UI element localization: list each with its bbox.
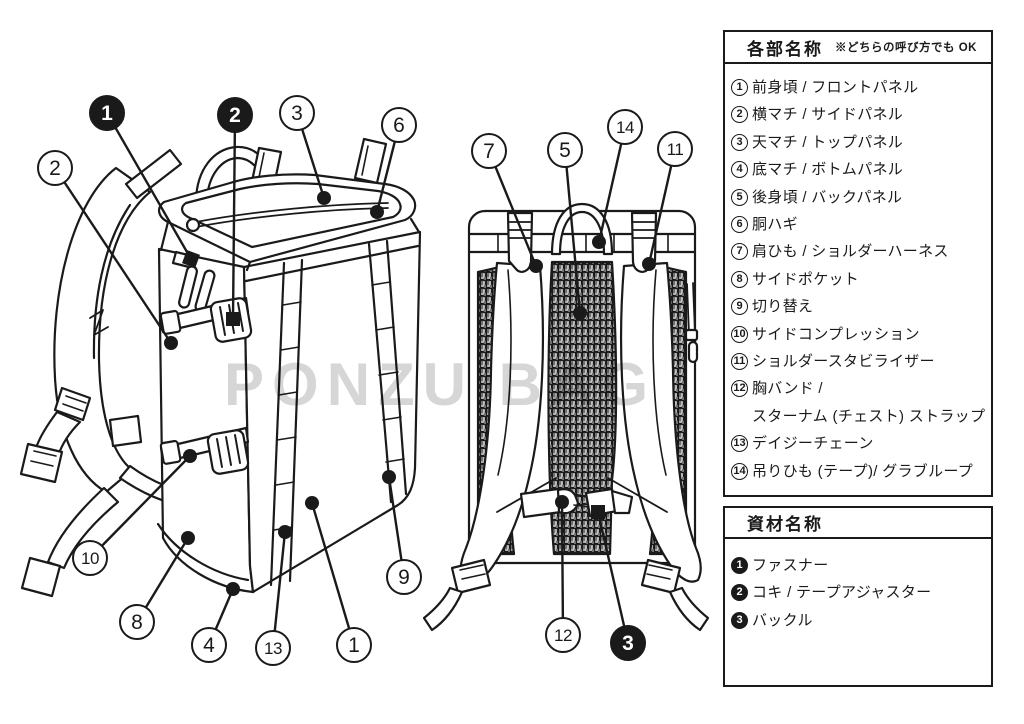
material-number-badge: 3 (731, 611, 748, 629)
callout-back-panel-5: 5 (547, 132, 583, 168)
callout-front-panel-1: 1 (336, 627, 372, 663)
callout-body-seam-6: 6 (381, 107, 417, 143)
materials-name-header: 資材名称 (725, 508, 991, 539)
material-label: コキ / テープアジャスター (752, 584, 932, 602)
callout-stabilizer-11: 11 (657, 131, 693, 167)
leader-dots (164, 191, 656, 596)
part-label: 前身頃 / フロントパネル (752, 79, 919, 96)
part-label: 横マチ / サイドパネル (752, 106, 904, 124)
callout-side-panel-2: 2 (37, 150, 73, 186)
watermark: PONZU BAG (224, 351, 656, 418)
material-number-badge: 2 (731, 584, 748, 602)
part-number-badge: 6 (731, 216, 748, 234)
part-label: 肩ひも / ショルダーハーネス (752, 243, 949, 261)
part-label: 後身頃 / バックパネル (752, 188, 903, 206)
callout-harness-7: 7 (471, 133, 507, 169)
callout-top-panel-3: 3 (279, 95, 315, 131)
part-number-badge: 14 (731, 462, 748, 480)
callout-grab-loop-14: 14 (607, 109, 643, 145)
part-number-badge: 11 (731, 353, 748, 371)
part-number-badge: 12 (731, 380, 748, 398)
callout-adjuster-2: 2 (217, 97, 253, 133)
part-label: 吊りひも (テープ)/ グラブループ (752, 462, 974, 480)
callout-daisy-chain-13: 13 (255, 630, 291, 666)
part-number-badge: 2 (731, 106, 748, 124)
part-number-badge: 1 (731, 79, 748, 96)
part-number-badge: 13 (731, 435, 748, 453)
part-label: サイドポケット (752, 270, 860, 288)
parts-box-note: ※どちらの呼び方でも OK (835, 42, 977, 54)
part-number-badge: 10 (731, 325, 748, 343)
callout-buckle-3: 3 (610, 625, 646, 661)
leader-lines (53, 111, 677, 650)
callout-bottom-panel-4: 4 (191, 627, 227, 663)
part-number-badge: 3 (731, 133, 748, 151)
callout-sternum-12: 12 (545, 617, 581, 653)
part-number-badge: 4 (731, 161, 748, 179)
callout-side-pocket-8: 8 (119, 604, 155, 640)
part-label: ショルダースタビライザー (752, 353, 935, 371)
parts-name-header: 各部名称 ※どちらの呼び方でも OK (725, 32, 991, 64)
part-number-badge: 8 (731, 270, 748, 288)
part-number-badge: 5 (731, 188, 748, 206)
part-label: 胴ハギ (752, 216, 798, 234)
part-label: 胸バンド / スターナム (チェスト) ストラップ (752, 380, 986, 425)
part-label: サイドコンプレッション (752, 325, 920, 343)
part-label: 底マチ / ボトムパネル (752, 161, 904, 179)
material-label: ファスナー (752, 557, 829, 574)
part-label: デイジーチェーン (752, 435, 874, 453)
part-label: 天マチ / トップパネル (752, 133, 904, 151)
callout-compression-10: 10 (72, 540, 108, 576)
part-label: 切り替え (752, 298, 814, 316)
material-number-badge: 1 (731, 557, 748, 574)
part-number-badge: 7 (731, 243, 748, 261)
materials-box-title: 資材名称 (747, 515, 823, 534)
parts-box-title: 各部名称 (747, 39, 823, 59)
material-label: バックル (752, 611, 813, 629)
callout-fastener-1: 1 (89, 95, 125, 131)
callout-switch-seam-9: 9 (386, 559, 422, 595)
part-number-badge: 9 (731, 298, 748, 316)
